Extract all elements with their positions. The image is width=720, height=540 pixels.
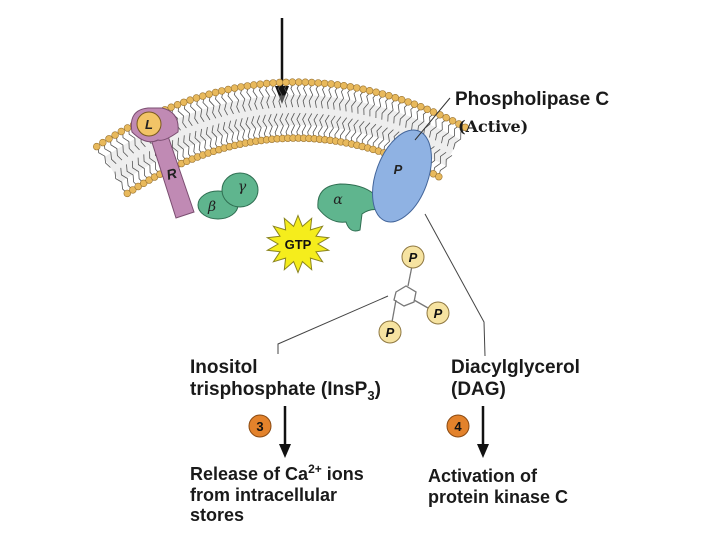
alpha-subunit-label: α [333, 192, 343, 208]
active-label: (Active) [458, 117, 529, 136]
pkc-activation-label: Activation of protein kinase C [428, 466, 569, 507]
ip3-leader-line [277, 295, 389, 354]
phosphate-top: P [401, 245, 425, 269]
svg-text:P: P [409, 250, 418, 265]
svg-text:4: 4 [454, 419, 462, 434]
dag-leader-line [424, 213, 486, 357]
phosphate-bottom: P [378, 320, 402, 344]
gtp-burst: GTP [265, 214, 331, 274]
svg-text:P: P [434, 306, 443, 321]
phospholipase-c-label: Phospholipase C [455, 89, 610, 110]
step-3-arrow [279, 406, 291, 458]
gamma-subunit-label: γ [238, 179, 247, 195]
svg-text:3: 3 [256, 419, 263, 434]
ligand: L [136, 111, 162, 137]
svg-text:P: P [386, 325, 395, 340]
beta-subunit-label: β [207, 199, 216, 215]
step-3: 3 [248, 414, 272, 438]
plc-leader-line [414, 97, 451, 141]
step-4-arrow [477, 406, 489, 458]
calcium-release-label: Release of Ca2+ ions from intracellular … [190, 462, 364, 526]
step-4: 4 [446, 414, 470, 438]
ligand-label: L [145, 117, 153, 132]
g-protein-beta-gamma: γ β [197, 172, 259, 220]
phospholipase-c: P [372, 129, 432, 223]
plc-label: P [394, 162, 403, 177]
ip3-molecule: P P P [378, 245, 450, 344]
phosphate-right: P [426, 301, 450, 325]
inositol-trisphosphate-label: Inositol trisphosphate (InsP3) [190, 357, 381, 403]
diacylglycerol-label: Diacylglycerol (DAG) [451, 357, 580, 400]
incoming-signal-arrow [275, 18, 289, 104]
gtp-label: GTP [285, 237, 312, 252]
